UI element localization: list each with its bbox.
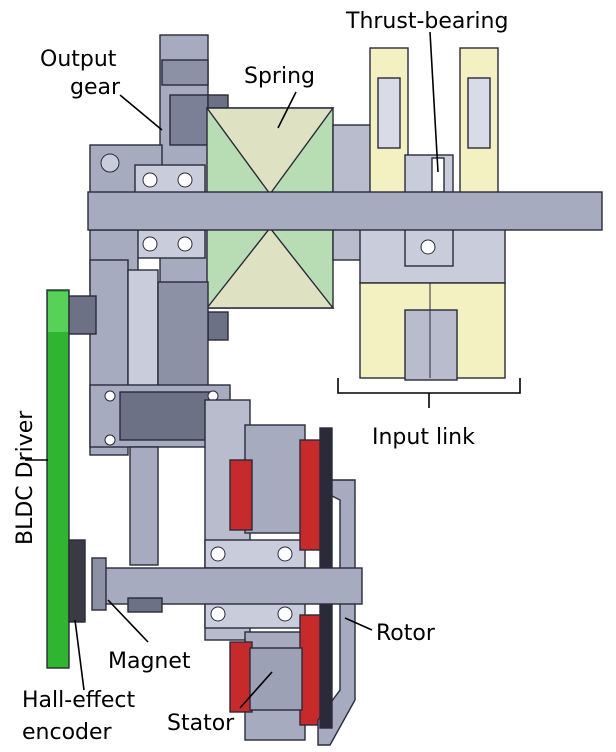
output-gear-label-line1: Output — [40, 47, 117, 72]
thrust-bearing — [404, 154, 454, 267]
stator-label: Stator — [167, 711, 235, 736]
stator — [229, 439, 329, 726]
output-shaft — [87, 191, 603, 231]
thrust-bearing-label: Thrust-bearing — [345, 9, 508, 34]
rotor-label: Rotor — [376, 621, 436, 646]
magnet-label: Magnet — [108, 649, 191, 674]
bldc-driver-pcb — [46, 289, 70, 669]
output-gear-label-line2: gear — [70, 75, 121, 100]
hall-effect-label-line1: Hall-effect — [22, 688, 136, 713]
input-link-label: Input link — [372, 425, 475, 450]
motor-shaft — [91, 557, 363, 613]
hall-effect-label-line2: encoder — [22, 720, 113, 745]
spring — [205, 107, 374, 309]
bldc-driver-label: BLDC Driver — [13, 410, 38, 545]
leader-lines — [25, 31, 521, 709]
bldc-driver-highlight — [48, 292, 68, 332]
hall-effect-encoder — [68, 539, 86, 623]
spring-label: Spring — [244, 64, 315, 89]
